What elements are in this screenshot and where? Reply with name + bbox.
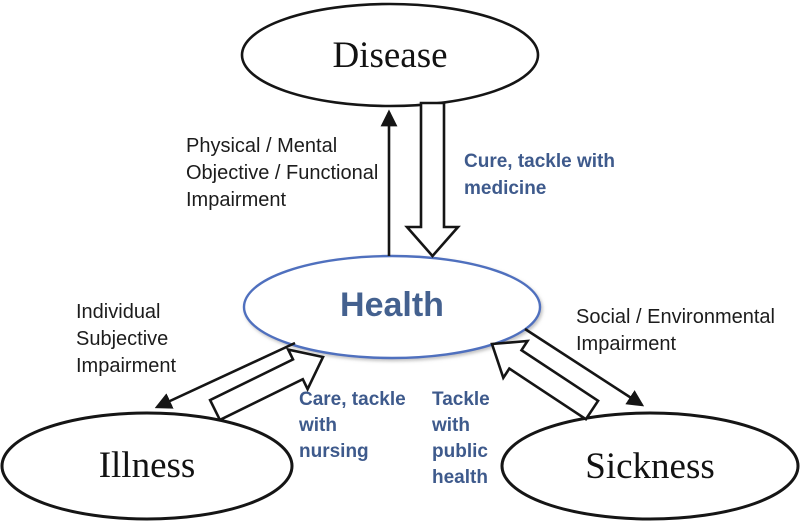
sickness-node-label: Sickness (585, 445, 715, 487)
cure-medicine-label: Cure, tackle with medicine (464, 151, 615, 199)
tackle-public-health-label: Tackle with public health (432, 389, 490, 488)
illness-ellipse (0, 411, 294, 521)
health-ellipse (242, 254, 542, 360)
illness-to-health-block-arrow (208, 347, 325, 422)
health-to-sickness-arrow (524, 327, 645, 407)
care-nursing-label: Care, tackle with nursing (299, 389, 406, 462)
health-to-illness-arrow (154, 341, 296, 409)
sickness-to-health-block-arrow (490, 339, 600, 422)
individual-subjective-impairment-label: Individual Subjective Impairment (76, 301, 177, 377)
disease-ellipse (240, 2, 540, 108)
illness-node-label: Illness (98, 444, 196, 486)
social-environmental-impairment-label: Social / Environmental Impairment (576, 306, 775, 355)
disease-node-label: Disease (332, 34, 448, 76)
physical-mental-impairment-label: Physical / Mental Objective / Functional… (186, 135, 379, 211)
disease-to-health-block-arrow (404, 101, 461, 258)
sickness-ellipse (500, 411, 800, 521)
health-node-label: Health (340, 285, 444, 324)
